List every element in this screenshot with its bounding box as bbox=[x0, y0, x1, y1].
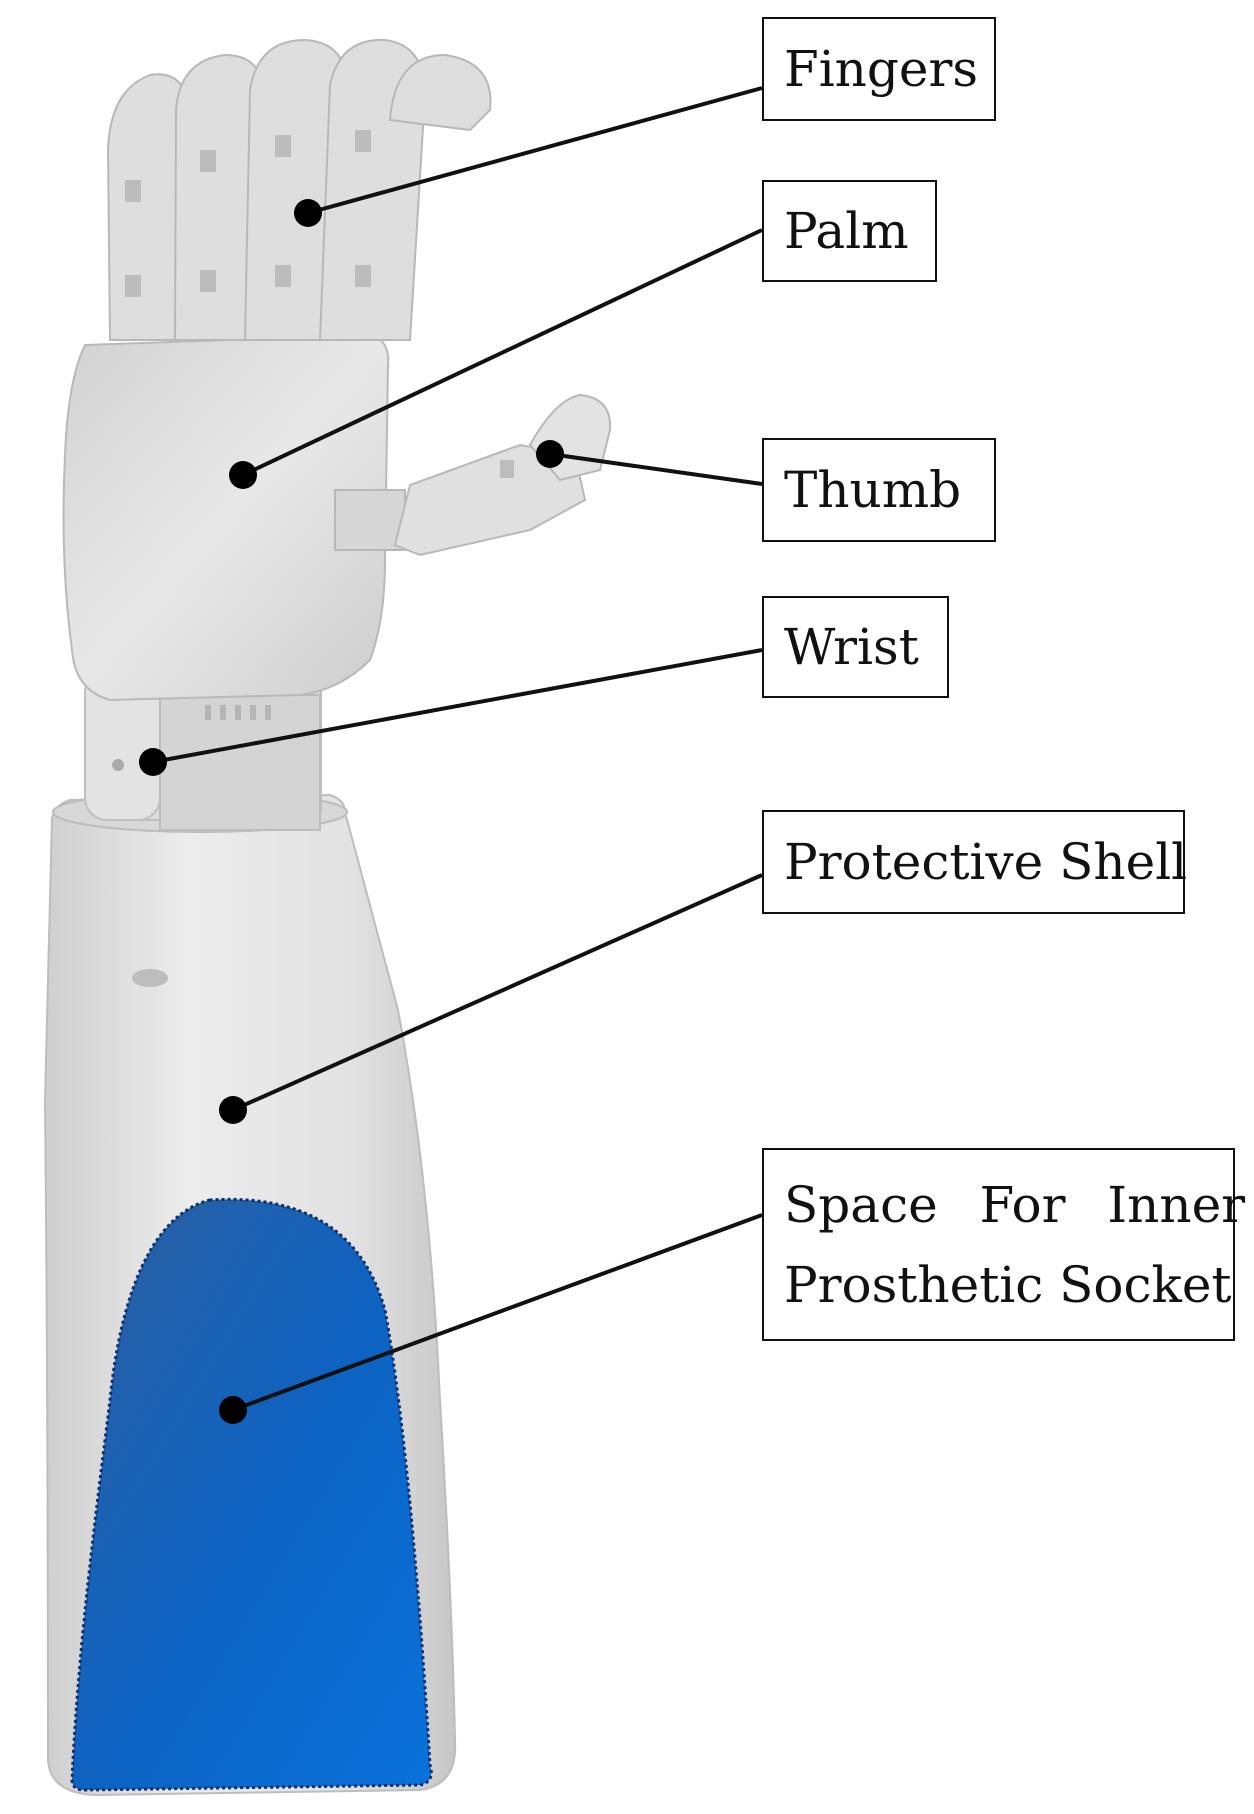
shell-hole bbox=[132, 969, 168, 987]
palm bbox=[62, 333, 390, 702]
wrist-dot bbox=[139, 748, 167, 776]
leader-dots bbox=[139, 199, 564, 1424]
shell-label-text: Protective Shell bbox=[784, 833, 1188, 891]
fingers-label: Fingers bbox=[762, 17, 996, 121]
palm-label: Palm bbox=[762, 180, 937, 282]
fingers-label-text: Fingers bbox=[784, 40, 979, 98]
socket-space bbox=[70, 1197, 433, 1792]
shell-dot bbox=[219, 1096, 247, 1124]
socket-label-line1: Space For Inner bbox=[784, 1175, 1246, 1234]
thumb-label: Thumb bbox=[762, 438, 996, 542]
wrist-label-text: Wrist bbox=[784, 618, 919, 676]
palm-label-text: Palm bbox=[784, 202, 909, 260]
socket-label: Space For Inner Prosthetic Socket bbox=[762, 1148, 1245, 1341]
socket-label-line2: Prosthetic Socket bbox=[784, 1255, 1232, 1314]
shell-label: Protective Shell bbox=[762, 810, 1188, 914]
wrist-label: Wrist bbox=[762, 596, 949, 698]
palm-dot bbox=[229, 461, 257, 489]
fingers bbox=[106, 38, 492, 341]
thumb-dot bbox=[536, 440, 564, 468]
fingers-dot bbox=[294, 199, 322, 227]
thumb-label-text: Thumb bbox=[784, 461, 962, 519]
leader-lines bbox=[152, 86, 763, 1412]
socket-dot bbox=[219, 1396, 247, 1424]
